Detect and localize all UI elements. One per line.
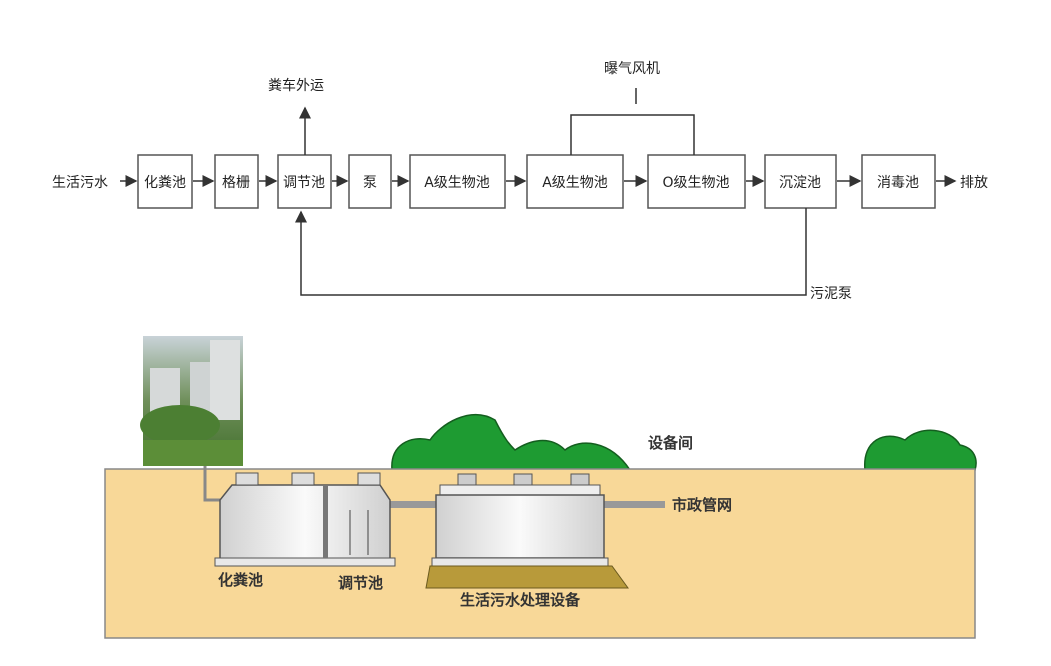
flow-step-septic-tank [137,154,193,209]
flow-step-label: O级生物池 [662,175,729,191]
bush-icon [391,414,977,471]
flow-step-regulating-tank [277,154,332,209]
flow-step-label: A级生物池 [542,175,608,191]
truck-out-label: 粪车外运 [268,77,324,94]
flow-step-label: 泵 [363,175,377,191]
regulating-tank-label: 调节池 [338,574,383,592]
septic-tank-label: 化粪池 [218,571,263,589]
flow-step-label: A级生物池 [424,175,490,191]
blower-label: 曝气风机 [604,61,660,77]
flow-step-o-bio-tank [647,154,746,209]
flow-step-label: 调节池 [283,175,325,191]
flow-step-a-bio-tank-1 [409,154,506,209]
equipment-room-label: 设备间 [648,434,693,452]
flow-step-label: 消毒池 [877,175,919,191]
flow-input-label: 生活污水 [52,175,108,191]
flow-step-disinfection-tank [861,154,936,209]
flow-output-label: 排放 [960,175,988,191]
flow-step-grille [214,154,259,209]
treatment-equipment-label: 生活污水处理设备 [460,591,581,609]
sludge-pump-label: 污泥泵 [810,286,852,302]
municipal-pipe-label: 市政管网 [672,496,732,514]
flow-step-label: 沉淀池 [779,175,821,191]
flow-step-pump [348,154,392,209]
flow-step-label: 格栅 [222,175,250,191]
flow-step-label: 化粪池 [144,175,186,191]
septic-regulating-tank [214,472,396,567]
installation-scene: 设备间 市政管网 化粪池 调节池 生活污 [104,336,977,639]
treatment-equipment-tank [425,473,629,589]
flow-chart: 生活污水 化粪池 格栅 调节池 泵 A级生物池 A级生物池 O级生物池 沉淀池 … [52,61,988,302]
flow-step-sedimentation-tank [764,154,837,209]
flow-step-a-bio-tank-2 [526,154,624,209]
